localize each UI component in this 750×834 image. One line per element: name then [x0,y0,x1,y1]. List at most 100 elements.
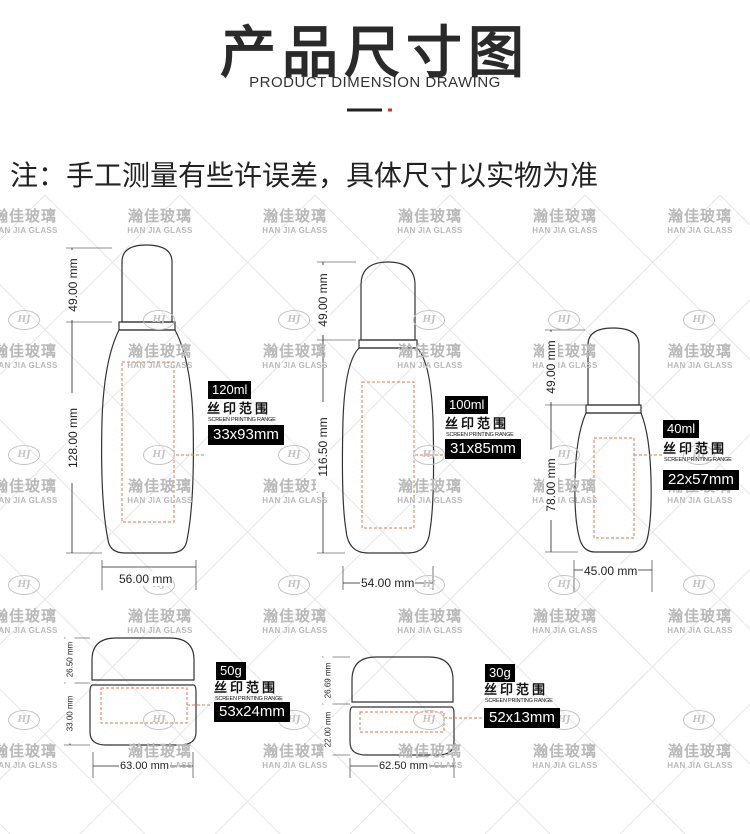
lattice-line [584,194,750,361]
watermark-logo-icon: HJ [143,310,175,330]
watermark-en: HAN JIA GLASS [532,496,598,505]
watermark-lattice [0,194,750,834]
page-subtitle: PRODUCT DIMENSION DRAWING [249,74,501,91]
watermark-logo-icon: HJ [413,575,445,595]
lattice-line [214,299,750,834]
watermark-logo-icon: HJ [683,575,715,595]
watermark-logo-icon: HJ [8,710,40,730]
watermark-cn: 瀚佳玻璃 [667,342,732,360]
page-title: 产品尺寸图 [220,21,530,86]
watermark-en: HAN JIA GLASS [397,226,463,235]
print-label-cn-100ml: 丝印范围 [445,417,510,432]
watermark-en: HAN JIA GLASS [532,361,598,370]
watermark-logo-icon: HJ [143,710,175,730]
watermark-cn: 瀚佳玻璃 [0,607,57,625]
lattice-line [44,194,686,834]
print-label-en-50g: SCREEN PRINTING RANGE [215,696,283,702]
lattice-line [449,194,750,496]
print-size-tag-40ml: 22x57mm [663,470,739,490]
watermark-en: HAN JIA GLASS [262,496,328,505]
watermark-cn: 瀚佳玻璃 [127,607,192,625]
lattice-line [0,688,146,834]
watermark-cn: 瀚佳玻璃 [0,342,57,360]
watermark-cn: 瀚佳玻璃 [667,207,732,225]
dim-width-40ml: 45.00 mm [583,564,639,578]
print-label-en-40ml: SCREEN PRINTING RANGE [664,457,732,463]
bottle-120ml [66,244,205,590]
watermark-en: HAN JIA GLASS [397,496,463,505]
watermark-en: HAN JIA GLASS [667,496,733,505]
watermark-en: HAN JIA GLASS [397,626,463,635]
lattice-line [0,284,551,834]
print-size-tag-120ml: 33x93mm [208,425,284,445]
watermark-cn: 瀚佳玻璃 [262,207,327,225]
watermark-cn: 瀚佳玻璃 [397,607,462,625]
watermark-en: HAN JIA GLASS [0,496,58,505]
watermark-cn: 瀚佳玻璃 [262,742,327,760]
watermark-cn: 瀚佳玻璃 [0,207,57,225]
dim-cap-height-40ml: 49.00 mm [544,332,558,402]
lattice-line [0,823,11,834]
watermark-logo-icon: HJ [683,710,715,730]
print-label-cn-40ml: 丝印范围 [663,442,728,457]
watermark-en: HAN JIA GLASS [0,626,58,635]
watermark-en: HAN JIA GLASS [127,226,193,235]
print-size-tag-100ml: 31x85mm [445,439,521,459]
watermark-cn: 瀚佳玻璃 [127,477,192,495]
watermark-cn: 瀚佳玻璃 [0,477,57,495]
watermark-en: HAN JIA GLASS [532,226,598,235]
lattice-line [0,194,316,511]
lattice-line [0,194,586,780]
watermark-cn: 瀚佳玻璃 [397,477,462,495]
watermark-en: HAN JIA GLASS [127,496,193,505]
print-label-cn-120ml: 丝印范围 [207,402,272,417]
dim-body-height-120ml: 128.00 mm [66,393,80,483]
watermark-logo-icon: HJ [548,575,580,595]
watermark-en: HAN JIA GLASS [667,761,733,770]
watermark-en: HAN JIA GLASS [0,761,58,770]
dim-body-height-50g: 33.00 mm [65,683,75,744]
dim-cap-height-120ml: 49.00 mm [66,250,80,320]
watermark-cn: 瀚佳玻璃 [397,207,462,225]
watermark-en: HAN JIA GLASS [667,361,733,370]
watermark-en: HAN JIA GLASS [397,361,463,370]
watermark-logo-icon: HJ [683,445,715,465]
watermark-cn: 瀚佳玻璃 [667,607,732,625]
lattice-line [619,703,750,834]
lattice-line [0,418,416,834]
print-size-tag-30g: 52x13mm [484,708,560,728]
dim-body-height-40ml: 78.00 mm [544,450,558,520]
watermark-en: HAN JIA GLASS [532,761,598,770]
lattice-line [0,194,451,646]
watermark-en: HAN JIA GLASS [667,626,733,635]
watermark-logo-icon: HJ [413,310,445,330]
lattice-line [0,194,181,376]
watermark-logo-icon: HJ [8,310,40,330]
lattice-line [314,194,750,631]
watermark-en: HAN JIA GLASS [532,626,598,635]
watermark-cn: 瀚佳玻璃 [532,607,597,625]
watermark-en: HAN JIA GLASS [262,761,328,770]
watermark-cn: 瀚佳玻璃 [532,742,597,760]
capacity-tag-100ml: 100ml [445,396,489,414]
watermark-logo-icon: HJ [8,445,40,465]
watermark-cn: 瀚佳玻璃 [532,477,597,495]
dim-body-height-100ml: 116.50 mm [316,402,330,492]
capacity-tag-30g: 30g [485,664,515,682]
